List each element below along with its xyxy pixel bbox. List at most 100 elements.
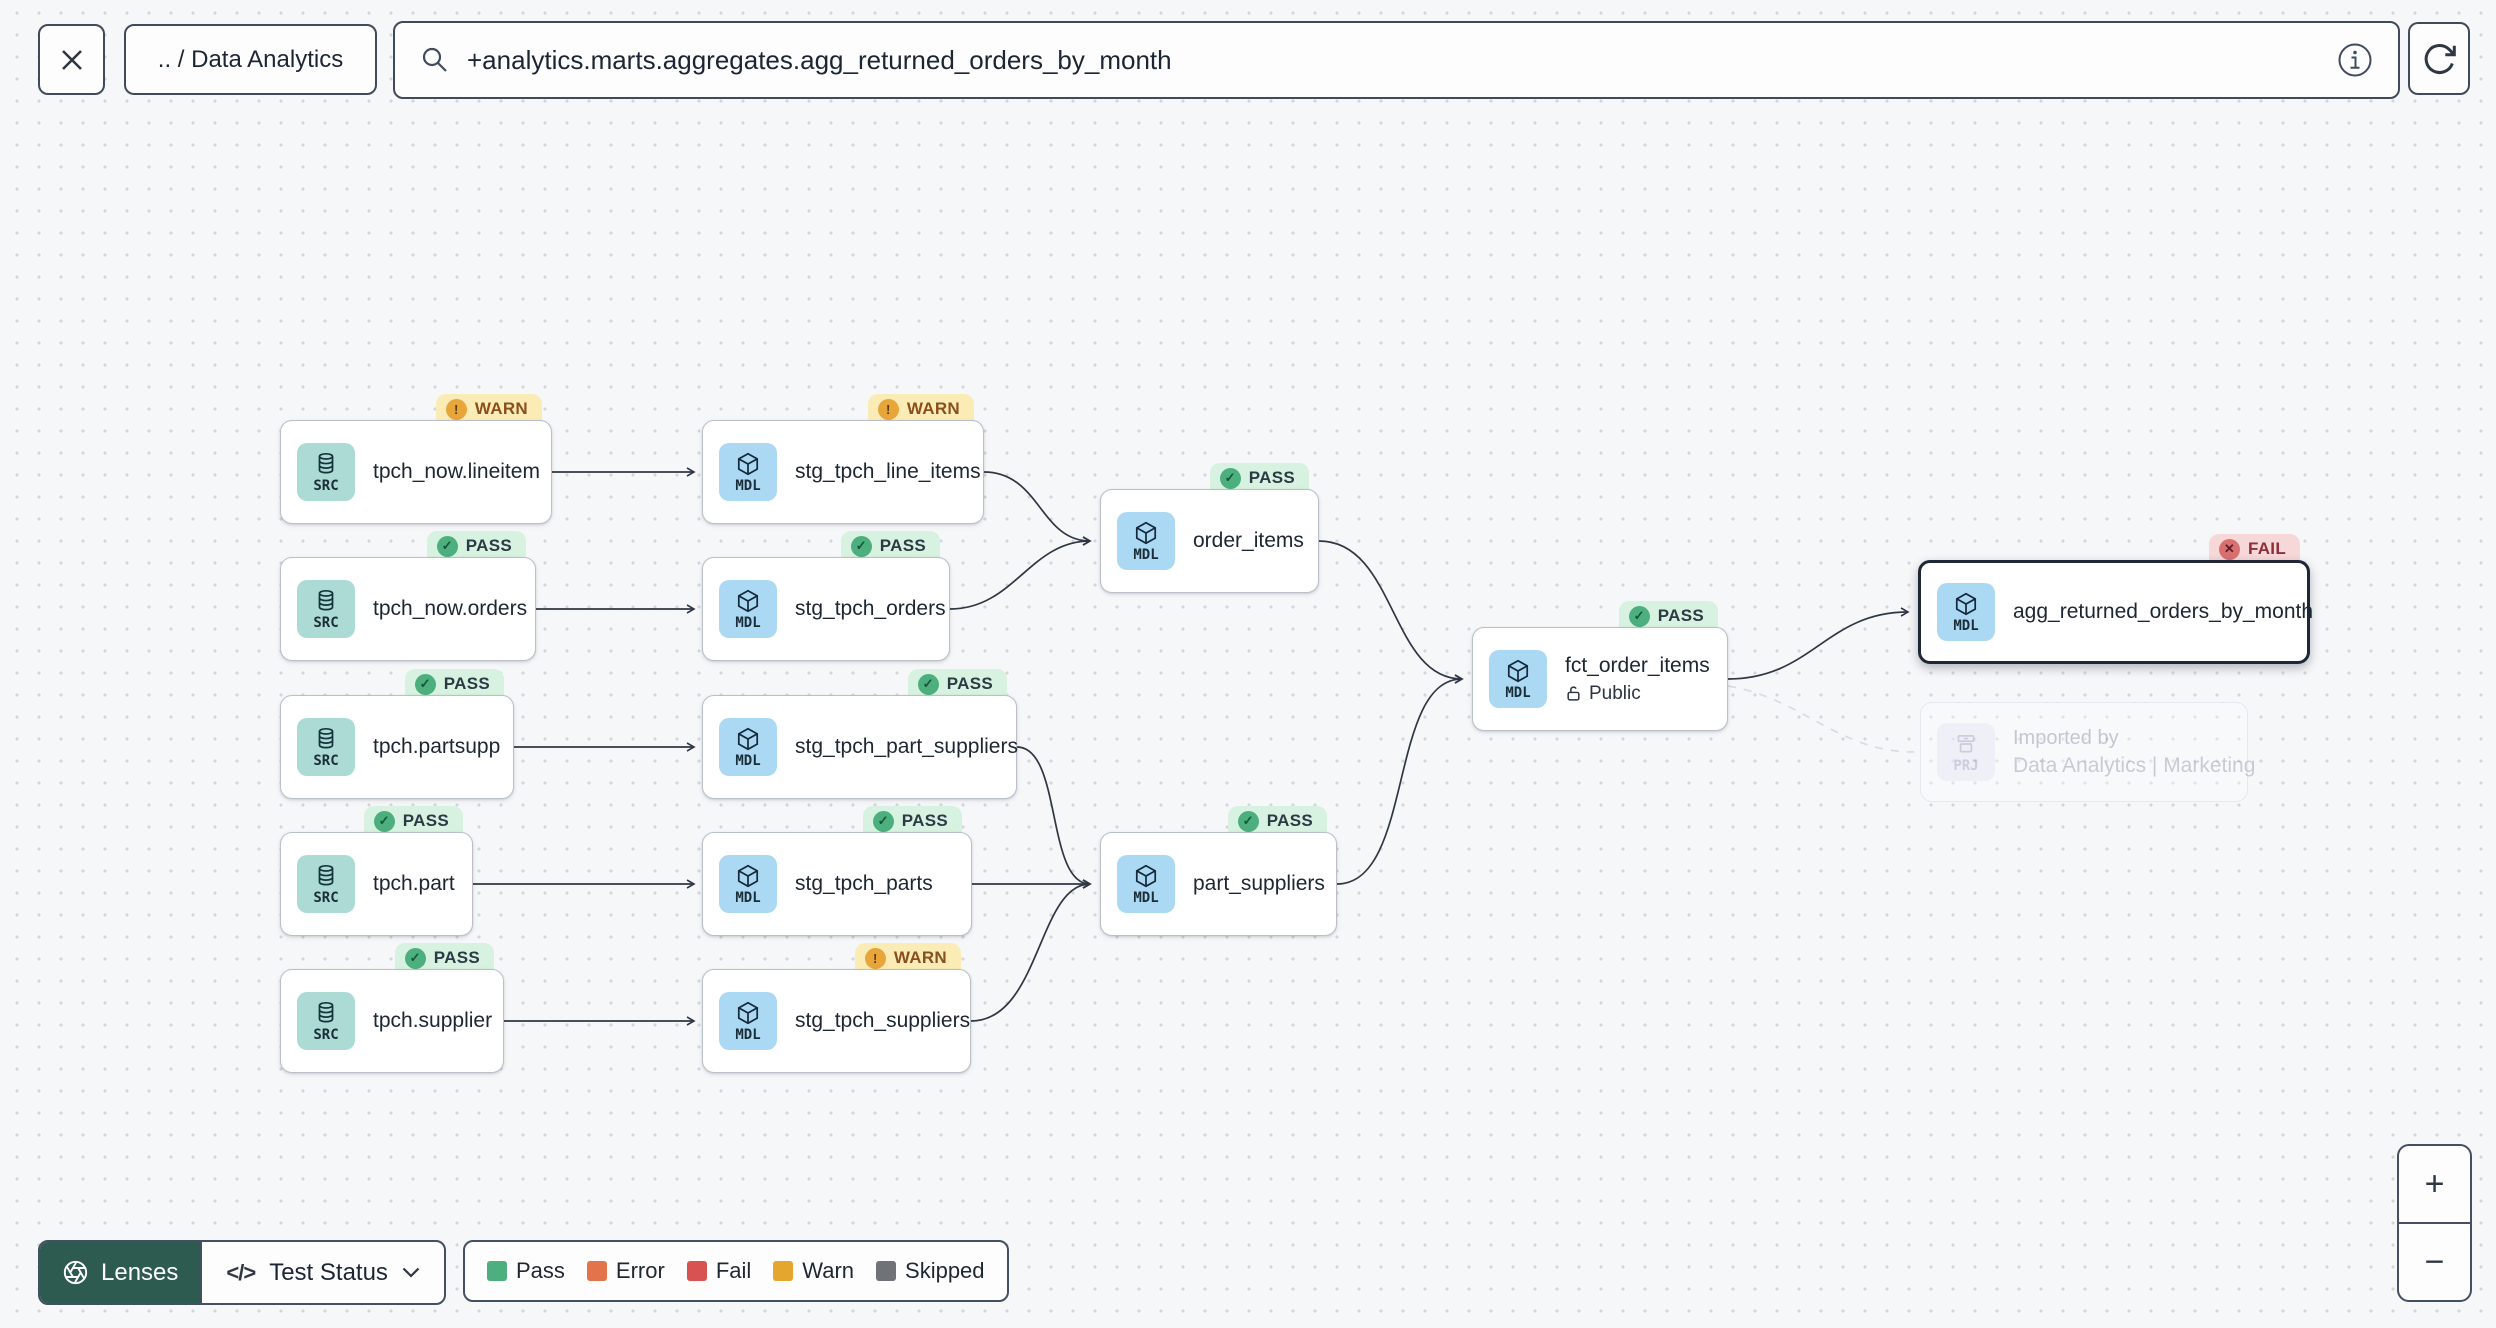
node-kind: MDL bbox=[735, 614, 761, 631]
node-kind: MDL bbox=[1133, 546, 1159, 563]
imported-by-project-name: Data Analytics | Marketing bbox=[2013, 753, 2256, 777]
check-icon: ✓ bbox=[1628, 605, 1650, 627]
aperture-icon bbox=[63, 1260, 88, 1285]
check-icon: ✓ bbox=[1219, 467, 1241, 489]
search-input[interactable] bbox=[467, 44, 2320, 76]
lenses-button[interactable]: Lenses bbox=[40, 1242, 201, 1303]
node-label: stg_tpch_parts bbox=[795, 872, 933, 895]
node-tpch-supplier[interactable]: ✓ PASS SRC tpch.supplier bbox=[280, 943, 504, 1073]
check-icon: ✓ bbox=[404, 947, 426, 969]
node-imported-by-project[interactable]: PRJ Imported by Data Analytics | Marketi… bbox=[1920, 676, 2255, 802]
node-stg_tpch_line_items[interactable]: ! WARN MDL stg_tpch_line_items bbox=[702, 394, 984, 524]
node-tpch_now-orders[interactable]: ✓ PASS SRC tpch_now.orders bbox=[280, 531, 536, 661]
node-fct_order_items[interactable]: ✓ PASS MDL fct_order_items Public bbox=[1472, 601, 1728, 731]
node-stg_tpch_part_suppliers[interactable]: ✓ PASS MDL stg_tpch_part_suppliers bbox=[702, 669, 1018, 799]
zoom-control-group: + − bbox=[2397, 1144, 2472, 1302]
close-icon bbox=[61, 49, 82, 70]
node-stg_tpch_suppliers[interactable]: ! WARN MDL stg_tpch_suppliers bbox=[702, 943, 971, 1073]
search-field[interactable] bbox=[393, 21, 2400, 99]
node-kind: MDL bbox=[735, 752, 761, 769]
legend-item-fail: Fail bbox=[686, 1258, 752, 1284]
source-icon: SRC bbox=[297, 718, 355, 776]
source-icon: SRC bbox=[297, 992, 355, 1050]
node-kind: MDL bbox=[1953, 617, 1979, 634]
badge-label: PASS bbox=[1266, 811, 1313, 830]
check-icon: ✓ bbox=[850, 535, 872, 557]
node-order_items[interactable]: ✓ PASS MDL order_items bbox=[1100, 463, 1319, 593]
model-icon: MDL bbox=[1117, 512, 1175, 570]
legend-item-skipped: Skipped bbox=[876, 1258, 985, 1284]
node-part_suppliers[interactable]: ✓ PASS MDL part_suppliers bbox=[1100, 806, 1337, 936]
node-label: stg_tpch_part_suppliers bbox=[795, 735, 1018, 758]
model-icon: MDL bbox=[719, 580, 777, 638]
lenses-label: Lenses bbox=[101, 1258, 179, 1286]
project-icon: PRJ bbox=[1937, 723, 1995, 781]
model-icon: MDL bbox=[1937, 583, 1995, 641]
legend-label: Fail bbox=[715, 1258, 752, 1283]
code-icon: </> bbox=[226, 1259, 256, 1285]
node-label: fct_order_items bbox=[1565, 653, 1710, 677]
node-label: order_items bbox=[1193, 529, 1304, 552]
warn-icon: ! bbox=[864, 947, 886, 969]
badge-label: PASS bbox=[901, 811, 948, 830]
close-button[interactable] bbox=[38, 24, 105, 95]
check-icon: ✓ bbox=[1237, 810, 1259, 832]
test-status-legend: Pass Error Fail Warn Skipped bbox=[463, 1240, 1009, 1302]
node-kind: PRJ bbox=[1953, 757, 1979, 774]
node-stg_tpch_parts[interactable]: ✓ PASS MDL stg_tpch_parts bbox=[702, 806, 972, 936]
zoom-out-button[interactable]: − bbox=[2399, 1222, 2470, 1300]
check-icon: ✓ bbox=[436, 535, 458, 557]
model-icon: MDL bbox=[719, 718, 777, 776]
node-agg_returned_orders_by_month[interactable]: ✕ FAIL MDL agg_returned_orders_by_month bbox=[1918, 534, 2314, 664]
pass-swatch-icon bbox=[487, 1261, 507, 1281]
badge-label: WARN bbox=[893, 948, 947, 967]
chevron-down-icon bbox=[402, 1267, 420, 1278]
node-kind: MDL bbox=[1505, 684, 1531, 701]
badge-label: FAIL bbox=[2247, 539, 2286, 558]
breadcrumb-button[interactable]: .. / Data Analytics bbox=[124, 24, 377, 95]
node-kind: MDL bbox=[735, 889, 761, 906]
unlock-icon bbox=[1567, 686, 1580, 701]
model-icon: MDL bbox=[719, 855, 777, 913]
model-icon: MDL bbox=[719, 443, 777, 501]
badge-label: PASS bbox=[1248, 468, 1295, 487]
badge-label: PASS bbox=[946, 674, 993, 693]
fail-swatch-icon bbox=[686, 1261, 707, 1281]
lens-control-group: Lenses </> Test Status bbox=[38, 1240, 446, 1305]
node-stg_tpch_orders[interactable]: ✓ PASS MDL stg_tpch_orders bbox=[702, 531, 950, 661]
model-icon: MDL bbox=[1489, 650, 1547, 708]
node-tpch_now-lineitem[interactable]: ! WARN SRC tpch_now.lineitem bbox=[280, 394, 552, 524]
legend-item-pass: Pass bbox=[487, 1258, 565, 1284]
lens-selector-test-status[interactable]: </> Test Status bbox=[200, 1242, 444, 1303]
badge-label: WARN bbox=[906, 399, 960, 418]
imported-by-label: Imported by bbox=[2013, 726, 2119, 749]
warn-icon: ! bbox=[445, 398, 467, 420]
check-icon: ✓ bbox=[872, 810, 894, 832]
node-label: tpch.part bbox=[373, 872, 455, 895]
edge bbox=[983, 471, 1092, 546]
node-kind: MDL bbox=[735, 1026, 761, 1043]
legend-item-error: Error bbox=[586, 1258, 665, 1284]
badge-label: WARN bbox=[474, 399, 528, 418]
zoom-in-button[interactable]: + bbox=[2424, 1164, 2445, 1203]
node-label: stg_tpch_line_items bbox=[795, 460, 981, 483]
node-kind: SRC bbox=[313, 614, 339, 631]
warn-icon: ! bbox=[877, 398, 899, 420]
info-icon[interactable] bbox=[2336, 41, 2374, 79]
skipped-swatch-icon bbox=[876, 1261, 897, 1281]
node-tpch-partsupp[interactable]: ✓ PASS SRC tpch.partsupp bbox=[280, 669, 514, 799]
node-label: tpch.partsupp bbox=[373, 735, 501, 758]
node-label: tpch.supplier bbox=[373, 1009, 493, 1032]
node-label: tpch_now.orders bbox=[373, 597, 528, 620]
node-label: tpch_now.lineitem bbox=[373, 460, 540, 483]
error-swatch-icon bbox=[586, 1261, 607, 1281]
node-label: agg_returned_orders_by_month bbox=[2013, 600, 2314, 623]
legend-label: Warn bbox=[802, 1258, 855, 1283]
node-tpch-part[interactable]: ✓ PASS SRC tpch.part bbox=[280, 806, 473, 936]
refresh-button[interactable] bbox=[2408, 22, 2470, 95]
badge-label: PASS bbox=[433, 948, 480, 967]
badge-label: PASS bbox=[879, 536, 926, 555]
legend-item-warn: Warn bbox=[773, 1258, 854, 1284]
